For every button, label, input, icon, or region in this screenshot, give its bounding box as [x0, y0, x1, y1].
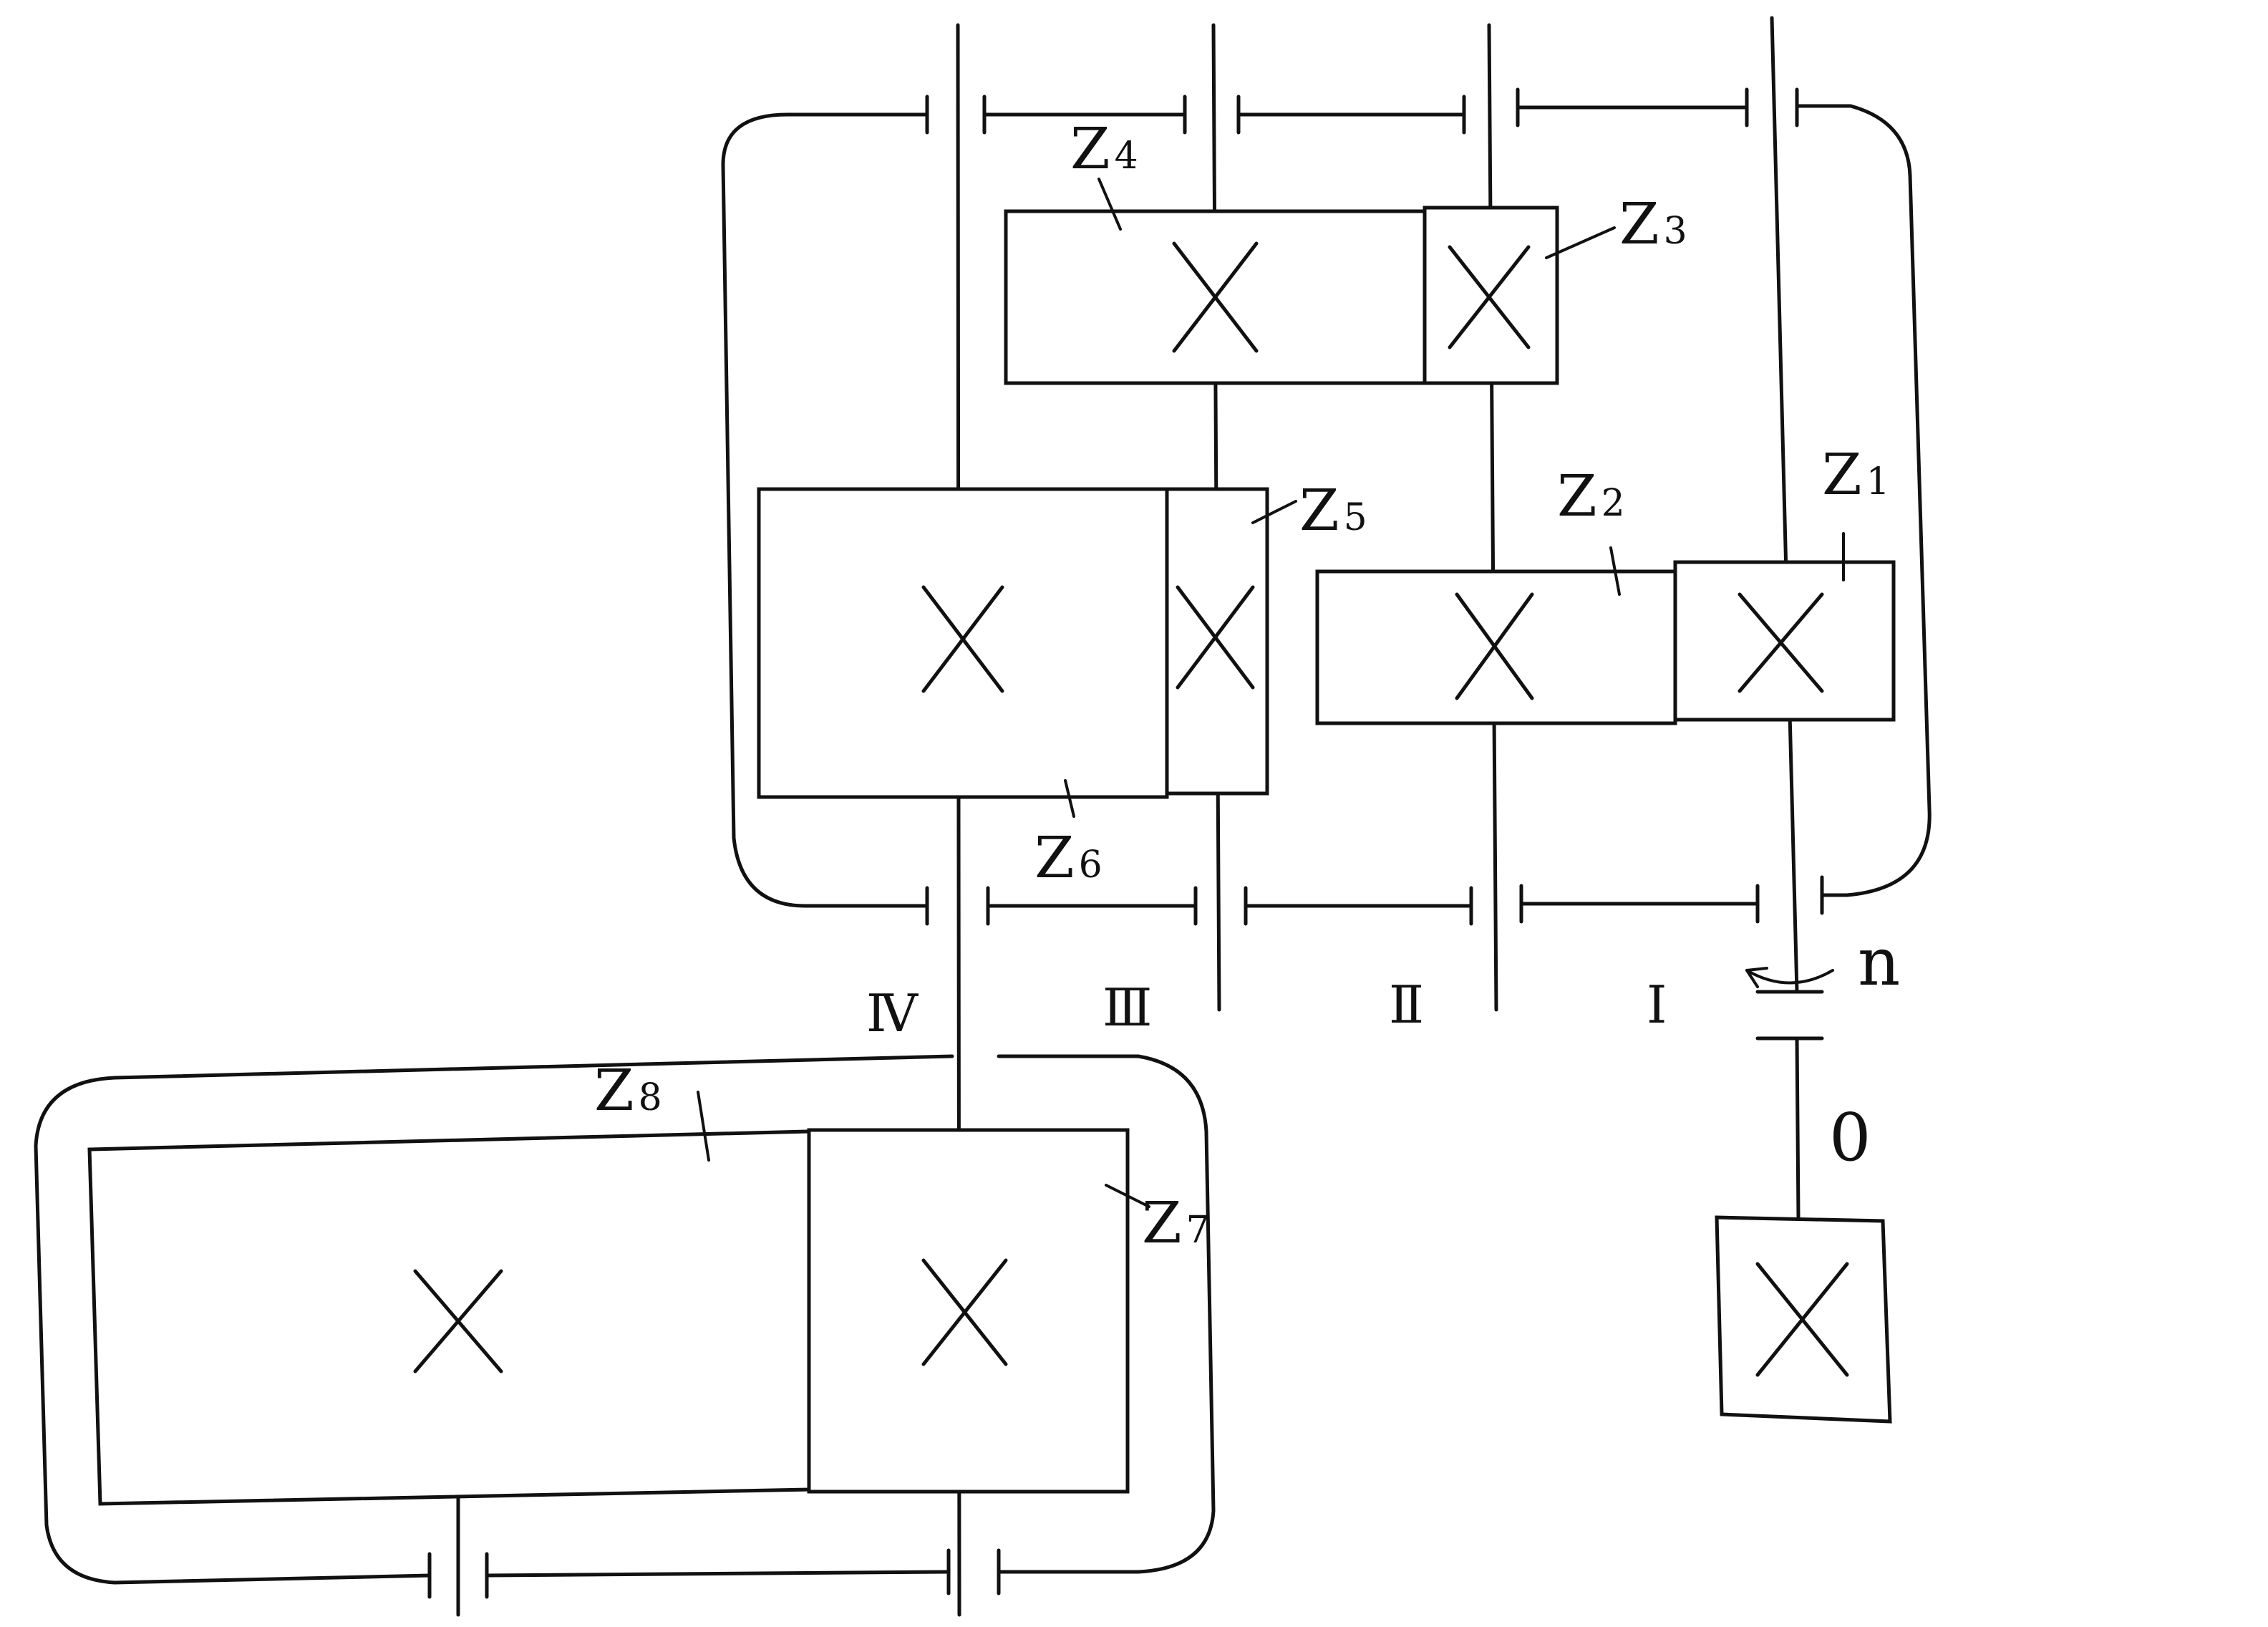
- gear-z7: [807, 1128, 1130, 1494]
- gear-z6: [757, 487, 1169, 799]
- gear-z2: [1315, 569, 1677, 725]
- leader-z2: [1609, 546, 1621, 596]
- shaft-label-3: Ⅲ: [1102, 977, 1152, 1038]
- input-shaft-label: 0: [1829, 1099, 1871, 1176]
- shaft-0-line: [1795, 1036, 1801, 1220]
- motor-block: [1715, 1215, 1892, 1424]
- input-speed-label: n: [1858, 924, 1900, 1000]
- shaft-label-1: Ⅰ: [1647, 975, 1667, 1035]
- upper-housing: [721, 87, 1932, 926]
- leader-z3: [1545, 226, 1616, 259]
- shaft-label-2: Ⅱ: [1389, 975, 1424, 1035]
- leader-z7: [1105, 1184, 1150, 1208]
- input-rotation: n 0: [1745, 924, 1900, 1176]
- gear-z1: [1673, 560, 1896, 722]
- gear-z8: [87, 1129, 811, 1506]
- lower-housing: [34, 1054, 1216, 1599]
- shaft-label-4: Ⅳ: [866, 983, 919, 1043]
- rotation-arrow-icon: [1745, 969, 1834, 985]
- shaft-2-line: [1487, 23, 1498, 1012]
- gear-z4: [1004, 209, 1427, 385]
- leader-z5: [1251, 500, 1297, 524]
- leader-z4: [1097, 178, 1122, 231]
- leader-lines: [697, 178, 1845, 1208]
- leader-z6: [1064, 779, 1075, 818]
- shaft-labels: Ⅰ Ⅱ Ⅲ Ⅳ: [866, 975, 1667, 1043]
- shaft-1-line: [1770, 16, 1799, 994]
- gear-z5: [1165, 487, 1269, 796]
- gear-z3: [1423, 206, 1559, 385]
- leader-z8: [697, 1091, 710, 1162]
